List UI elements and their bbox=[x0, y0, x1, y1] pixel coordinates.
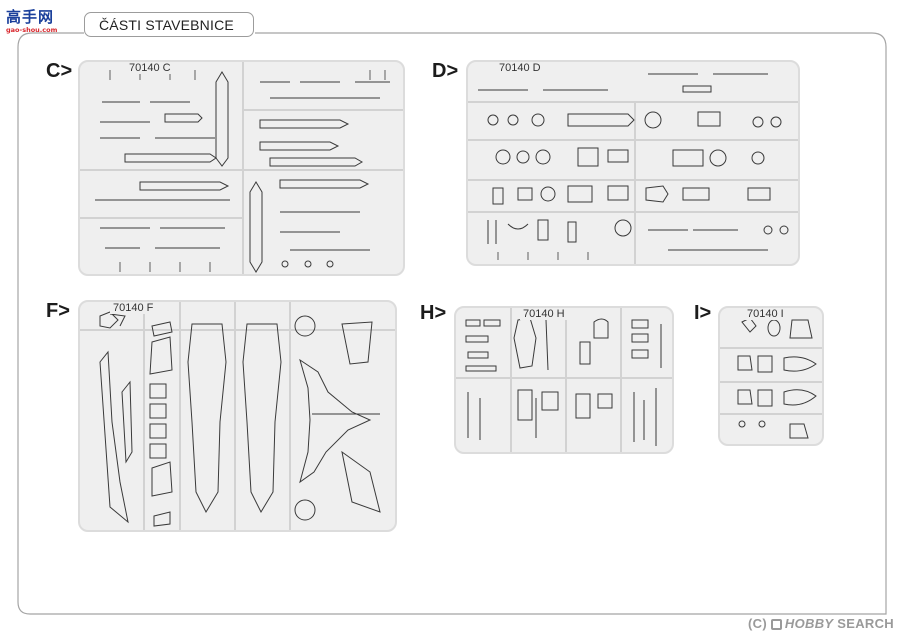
sprue-f: 70140 F bbox=[78, 300, 397, 532]
section-label-d: D> bbox=[432, 60, 459, 82]
footer-brand-suffix: SEARCH bbox=[837, 616, 894, 631]
section-label-c: C> bbox=[46, 60, 73, 82]
section-label-f: F> bbox=[46, 300, 70, 322]
sprue-c-code: 70140 C bbox=[126, 62, 174, 74]
sprue-i-parts bbox=[720, 317, 822, 439]
sprue-f-code: 70140 F bbox=[110, 302, 157, 314]
sprue-f-parts bbox=[80, 302, 395, 530]
sprue-d-parts bbox=[468, 73, 798, 264]
section-label-i: I> bbox=[694, 302, 712, 324]
hobbysearch-logo-icon bbox=[770, 619, 782, 630]
footer-brand: HOBBY bbox=[784, 616, 834, 631]
sprue-d-code: 70140 D bbox=[496, 62, 544, 74]
site-logo: 高手网 gao-shou.com bbox=[6, 6, 70, 36]
page-title-tab: ČÁSTI STAVEBNICE bbox=[84, 12, 254, 37]
logo-url-text: gao-shou.com bbox=[6, 26, 58, 34]
sprue-h: 70140 H bbox=[454, 306, 674, 454]
copyright-mark: (C) bbox=[748, 616, 767, 631]
sprue-d: 70140 D bbox=[466, 60, 800, 266]
logo-chinese-text: 高手网 bbox=[6, 8, 55, 26]
sprue-c-parts bbox=[80, 62, 403, 274]
sprue-c: 70140 C bbox=[78, 60, 405, 276]
page-title: ČÁSTI STAVEBNICE bbox=[99, 17, 234, 33]
sprue-i: 70140 I bbox=[718, 306, 824, 446]
footer-credit: (C) HOBBY SEARCH bbox=[748, 616, 894, 631]
sprue-h-parts bbox=[456, 308, 672, 452]
section-label-h: H> bbox=[420, 302, 447, 324]
sprue-h-code: 70140 H bbox=[520, 308, 568, 320]
sprue-i-code: 70140 I bbox=[744, 308, 787, 320]
